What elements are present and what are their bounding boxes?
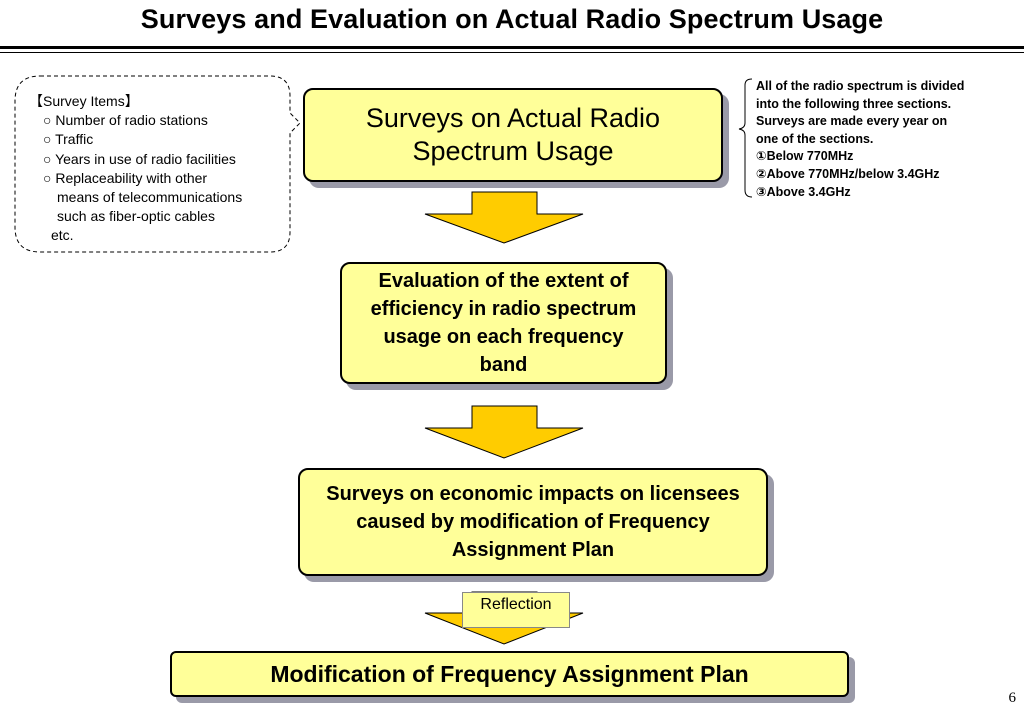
survey-item: etc. [51, 227, 74, 244]
survey-item: ○ Number of radio stations [43, 112, 208, 129]
note-line: ②Above 770MHz/below 3.4GHz [756, 166, 940, 181]
survey-items-list: 【Survey Items】 ○ Number of radio station… [29, 92, 242, 246]
note-line: ③Above 3.4GHz [756, 184, 851, 199]
survey-items-heading: 【Survey Items】 [29, 93, 139, 109]
down-arrow-2 [424, 405, 584, 459]
flow-step-label: Modification of Frequency Assignment Pla… [270, 660, 749, 687]
note-line: one of the sections. [756, 131, 874, 146]
flow-step-label: Surveys on economic impacts on licensees… [326, 483, 740, 561]
survey-item: ○ Traffic [43, 131, 94, 148]
flow-step-modification: Modification of Frequency Assignment Pla… [170, 651, 849, 697]
reflection-label: Reflection [462, 592, 570, 628]
sections-brace [738, 78, 753, 198]
note-line: All of the radio spectrum is divided [756, 79, 965, 93]
title-rule-thin [0, 52, 1024, 53]
down-arrow-1 [424, 191, 584, 244]
flow-step-label: Surveys on Actual Radio Spectrum Usage [365, 103, 661, 166]
flow-step-economic-impacts: Surveys on economic impacts on licensees… [298, 468, 768, 576]
survey-item: ○ Replaceability with other [43, 169, 208, 186]
page-title: Surveys and Evaluation on Actual Radio S… [140, 4, 884, 34]
note-line: ①Below 770MHz [756, 149, 854, 164]
page-number: 6 [1008, 690, 1017, 706]
title-rule-thick [0, 46, 1024, 49]
sections-note: All of the radio spectrum is divided int… [756, 78, 1006, 201]
survey-items-callout [14, 75, 301, 253]
flow-step-surveys-actual-usage: Surveys on Actual Radio Spectrum Usage [303, 88, 723, 182]
survey-item: means of telecommunications [57, 189, 243, 206]
note-line: into the following three sections. [756, 96, 952, 111]
flow-step-label: Evaluation of the extent of efficiency i… [370, 270, 637, 376]
flow-step-evaluation: Evaluation of the extent of efficiency i… [340, 262, 667, 384]
survey-item: ○ Years in use of radio facilities [43, 150, 236, 167]
survey-item: such as fiber-optic cables [57, 208, 215, 225]
note-line: Surveys are made every year on [756, 114, 948, 129]
